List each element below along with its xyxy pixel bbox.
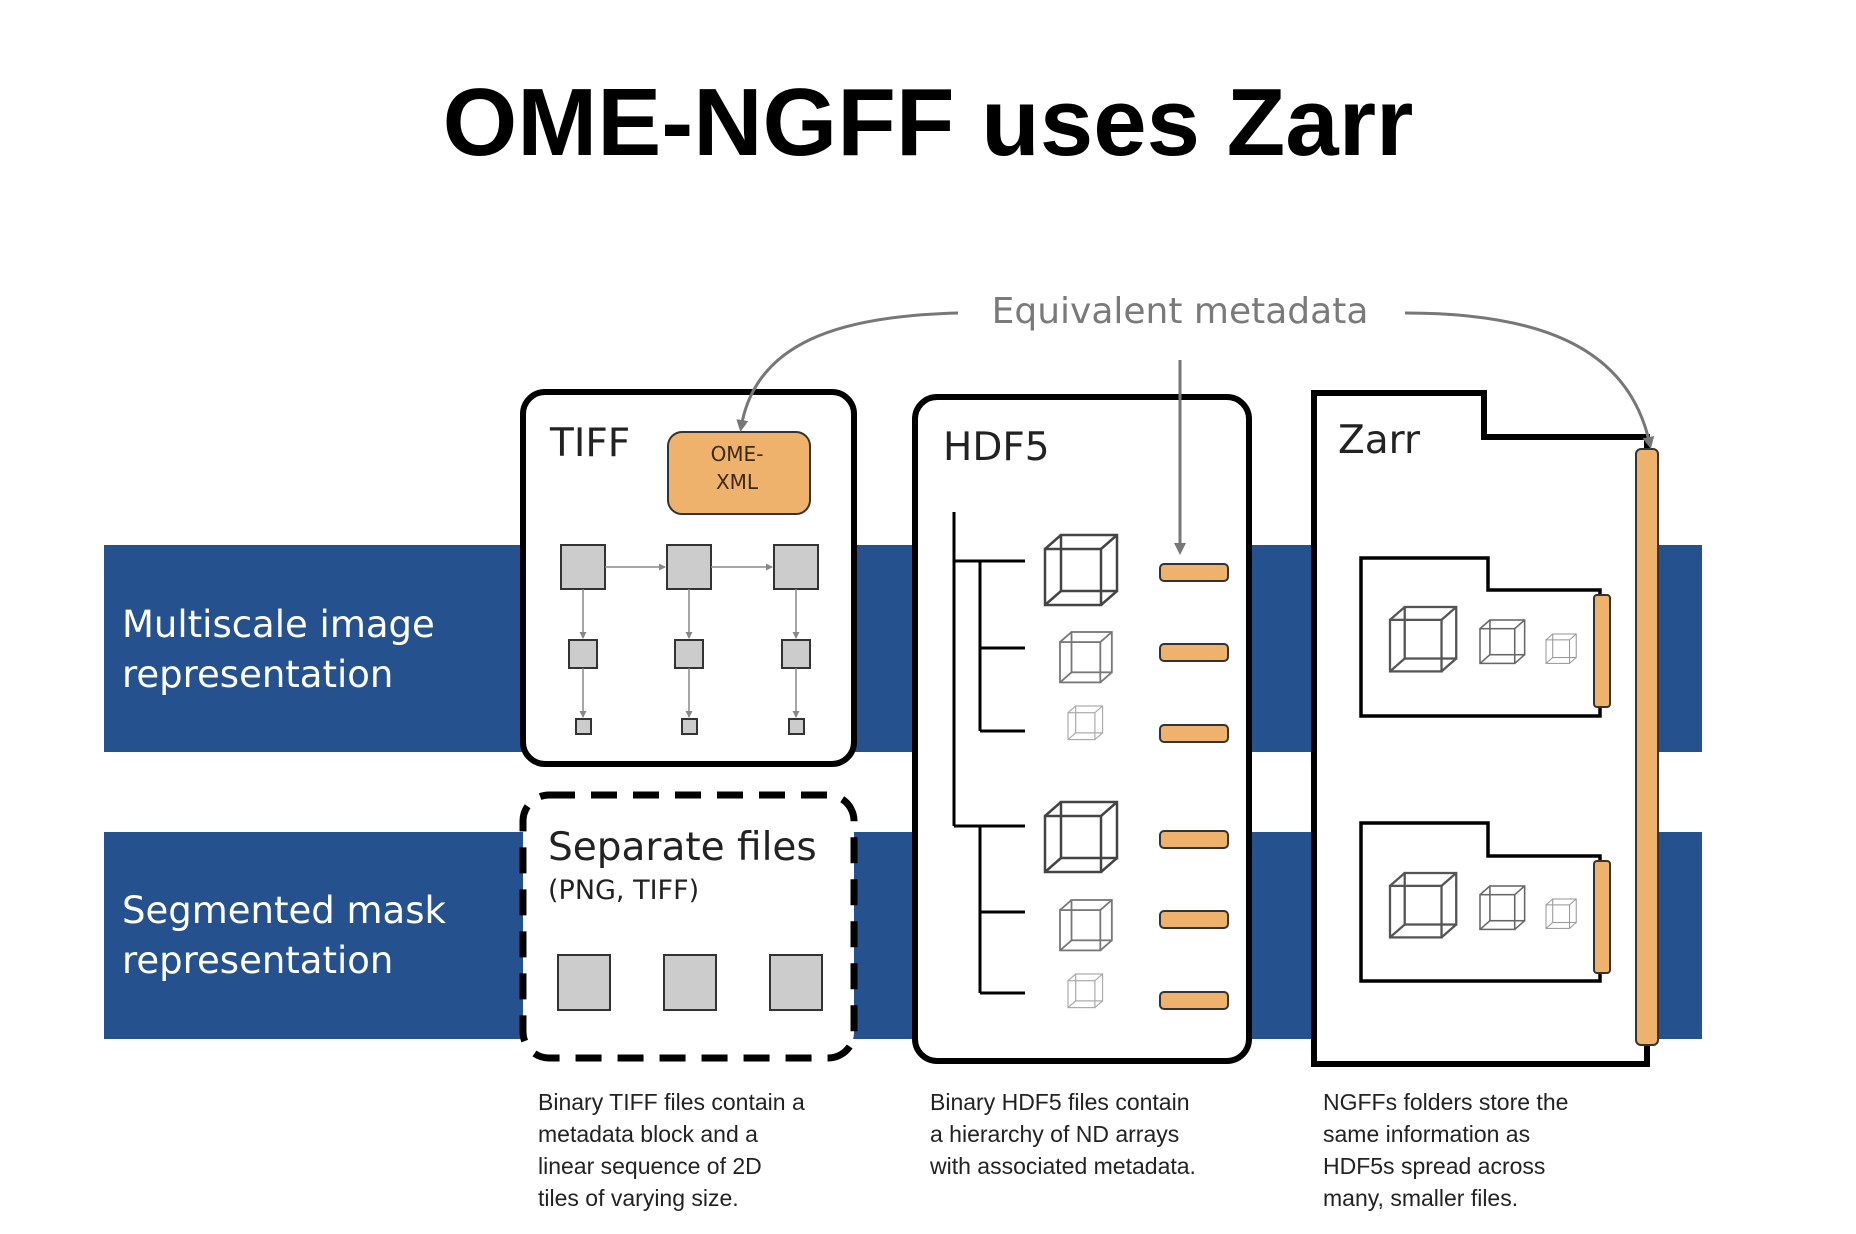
equivalent-metadata-label: Equivalent metadata <box>991 291 1369 332</box>
hdf5-hierarchy-tree <box>952 512 1025 995</box>
caption-line: Binary TIFF files contain a <box>538 1089 805 1115</box>
row-label-line: Multiscale image <box>122 603 435 646</box>
tile-small <box>575 718 592 735</box>
caption-line: metadata block and a <box>538 1121 758 1147</box>
slide-title: OME-NGFF uses Zarr <box>442 69 1414 176</box>
ome-xml-line: OME- <box>710 442 764 466</box>
equivalent-metadata-arrow-tiff <box>736 311 959 432</box>
tile-large <box>773 544 819 590</box>
tile-large <box>666 544 712 590</box>
caption-line: HDF5s spread across <box>1323 1153 1546 1179</box>
file-tile <box>769 954 823 1011</box>
tiff-caption: Binary TIFF files contain a metadata blo… <box>538 1086 805 1214</box>
tile-medium <box>568 639 598 669</box>
zarr-subfolder-metadata-bar <box>1593 860 1611 974</box>
ome-xml-block <box>667 431 811 515</box>
caption-line: a hierarchy of ND arrays <box>930 1121 1180 1147</box>
separate-files-subtitle: (PNG, TIFF) <box>548 875 700 906</box>
tiff-tile-grid <box>560 544 819 735</box>
tile-small <box>681 718 698 735</box>
ome-xml-line: XML <box>715 470 759 494</box>
ome-xml-label: OME- XML <box>668 440 806 496</box>
caption-line: with associated metadata. <box>930 1153 1196 1179</box>
file-tile <box>557 954 611 1011</box>
tiff-title: TIFF <box>550 421 631 466</box>
row-label-multiscale: Multiscale image representation <box>122 600 522 700</box>
separate-files-title: Separate files <box>548 825 817 870</box>
zarr-metadata-bar <box>1635 448 1659 1046</box>
row-label-line: Segmented mask <box>122 889 446 932</box>
file-tile <box>663 954 717 1011</box>
caption-line: linear sequence of 2D <box>538 1153 762 1179</box>
metadata-bar <box>1159 724 1229 743</box>
caption-line: Binary HDF5 files contain <box>930 1089 1190 1115</box>
tile-small <box>788 718 805 735</box>
tile-medium <box>674 639 704 669</box>
caption-line: same information as <box>1323 1121 1531 1147</box>
zarr-caption: NGFFs folders store the same information… <box>1323 1086 1568 1214</box>
row-label-line: representation <box>122 939 394 982</box>
zarr-title: Zarr <box>1338 418 1420 463</box>
hdf5-caption: Binary HDF5 files contain a hierarchy of… <box>930 1086 1196 1182</box>
separate-file-tiles <box>557 954 823 1011</box>
tile-large <box>560 544 606 590</box>
caption-line: NGFFs folders store the <box>1323 1089 1569 1115</box>
metadata-bar <box>1159 563 1229 582</box>
row-label-line: representation <box>122 653 394 696</box>
metadata-bar <box>1159 830 1229 849</box>
equivalent-metadata-arrow-zarr <box>1404 311 1655 449</box>
hdf5-title: HDF5 <box>943 425 1050 470</box>
caption-line: many, smaller files. <box>1323 1185 1519 1211</box>
tile-medium <box>781 639 811 669</box>
metadata-bar <box>1159 991 1229 1010</box>
caption-line: tiles of varying size. <box>538 1185 739 1211</box>
metadata-bar <box>1159 910 1229 929</box>
metadata-bar <box>1159 643 1229 662</box>
hdf5-metadata-bars <box>1159 563 1229 1010</box>
row-label-segmented: Segmented mask representation <box>122 886 522 986</box>
zarr-subfolder-metadata-bar <box>1593 594 1611 708</box>
